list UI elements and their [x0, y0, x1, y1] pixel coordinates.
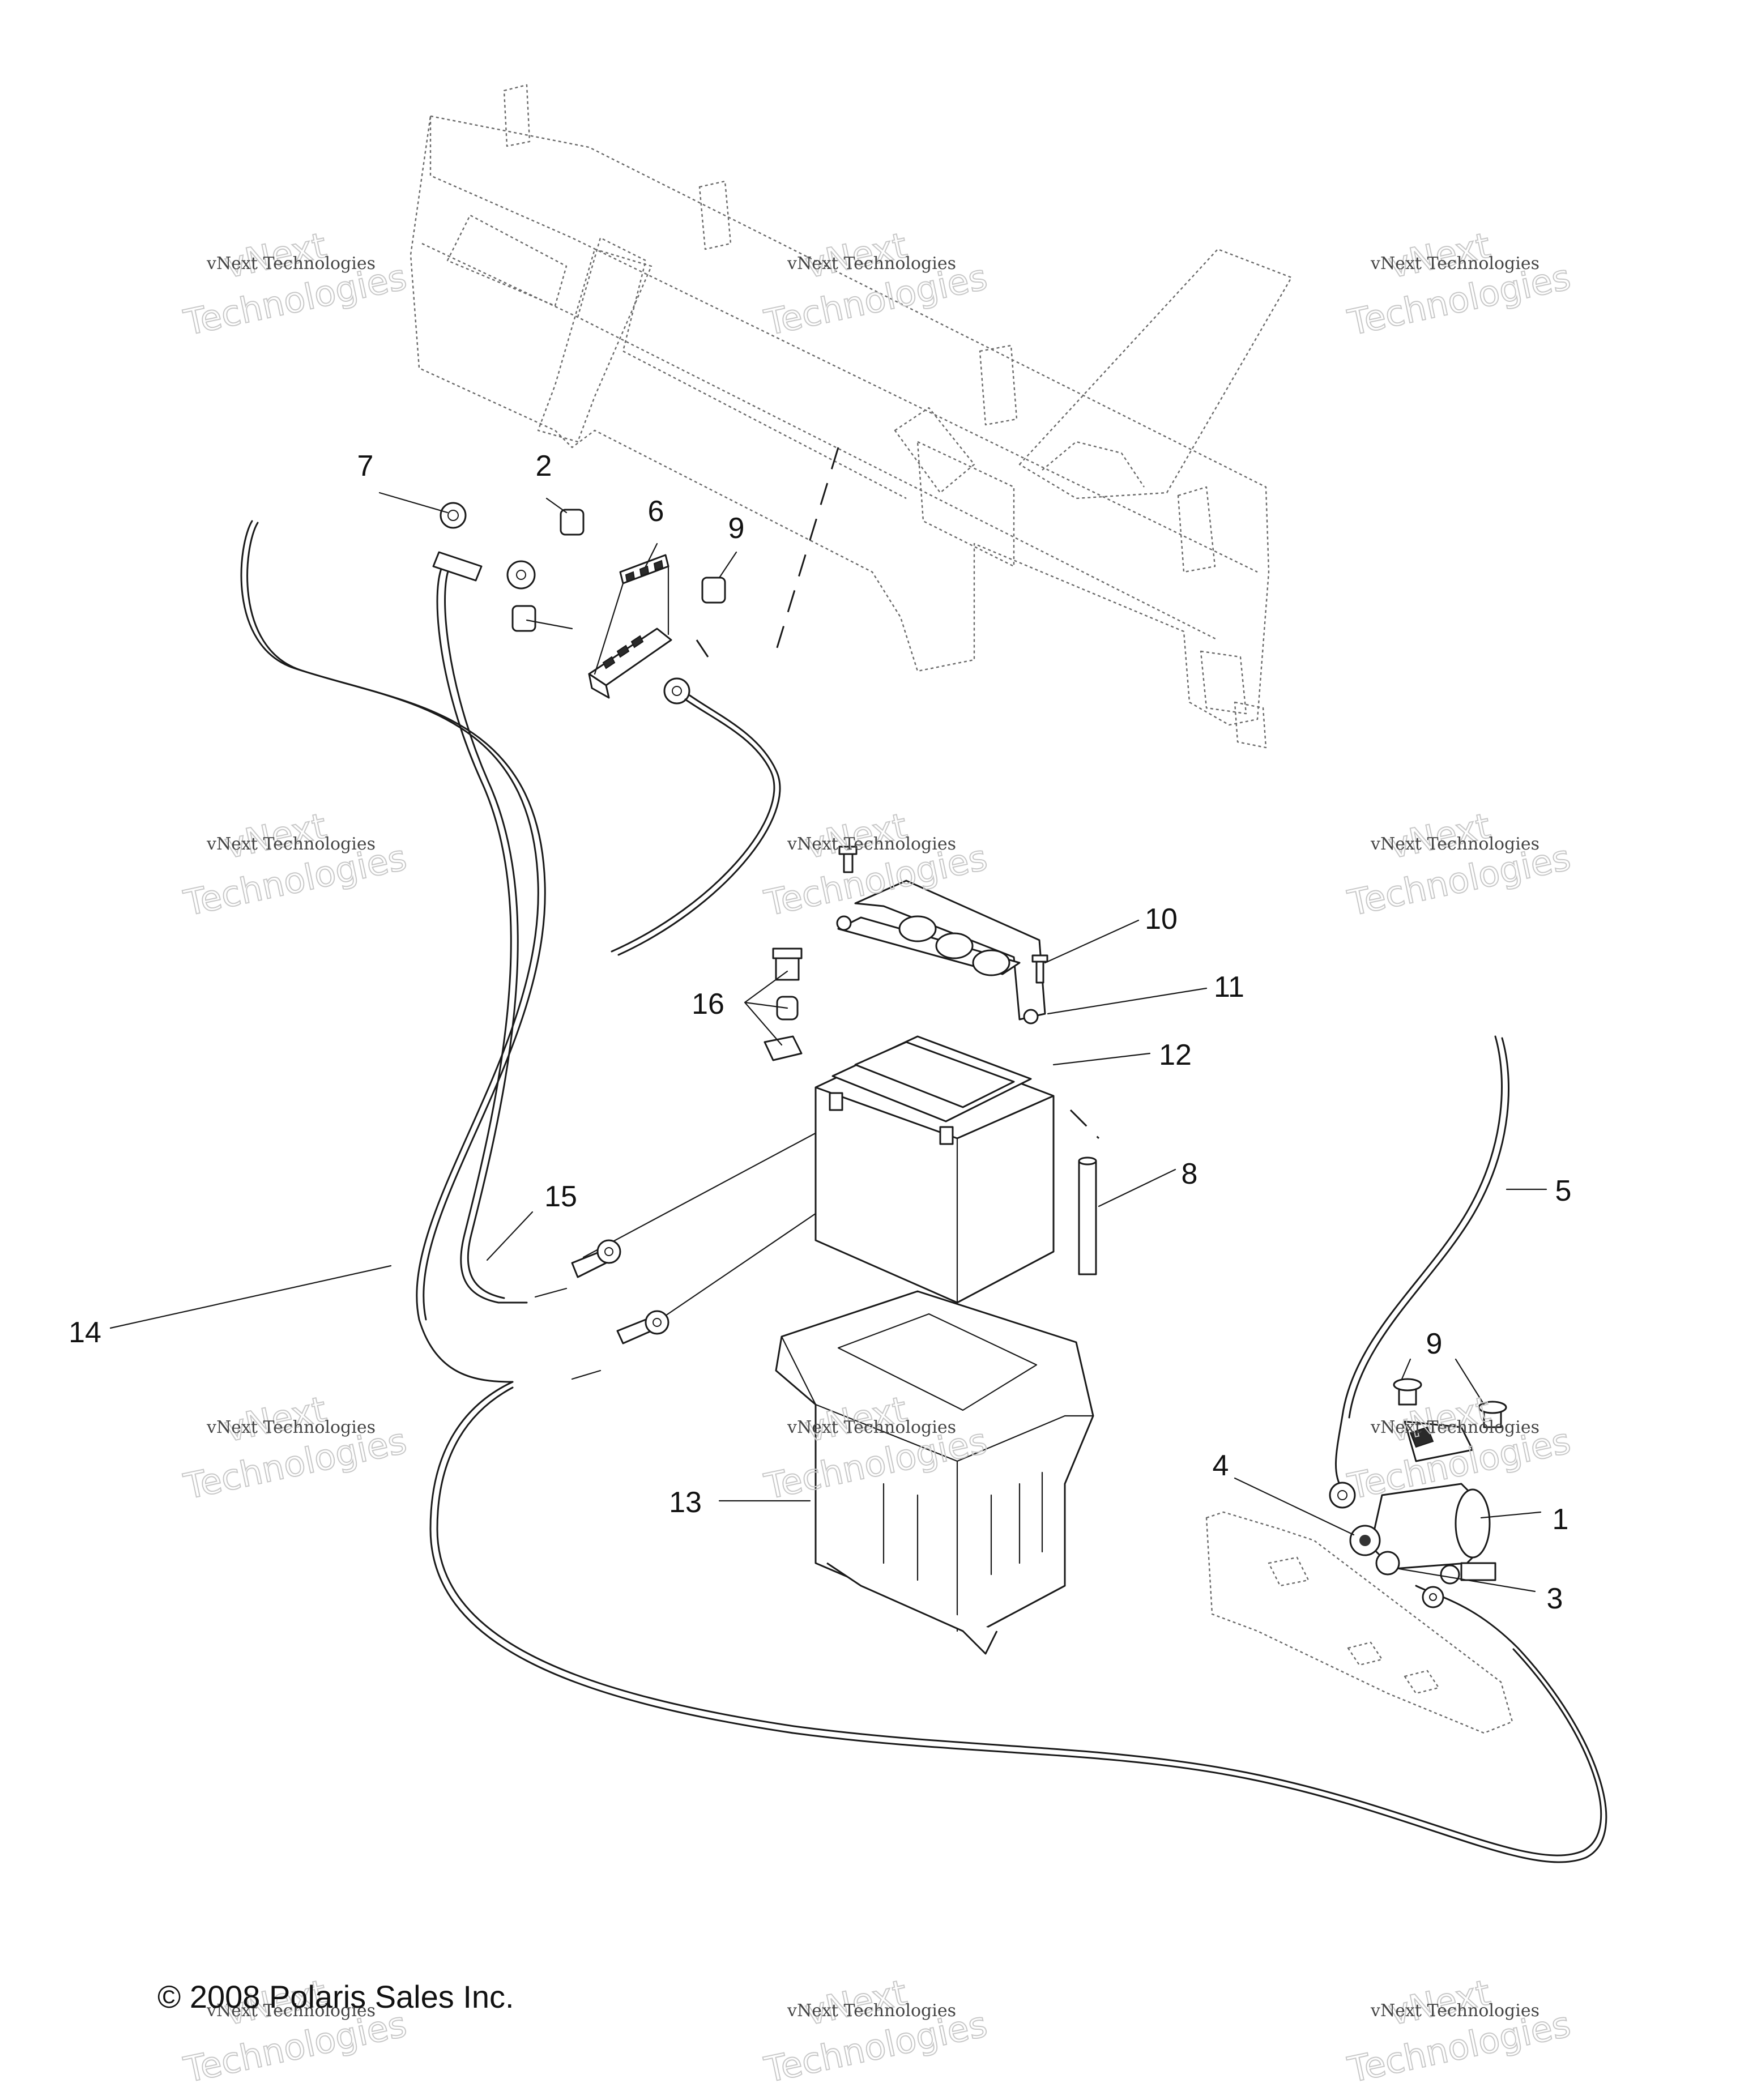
leader-lines: [109, 492, 1547, 1593]
spacer-8: [1078, 1156, 1097, 1275]
callout-11: 11: [1214, 971, 1244, 1004]
callout-10: 10: [1145, 903, 1178, 936]
callout-15: 15: [544, 1180, 577, 1213]
routing-dashes: [696, 447, 1100, 1139]
callout-5: 5: [1555, 1175, 1572, 1207]
battery: [814, 1035, 1055, 1304]
svg-text:vNext Technologies: vNext Technologies: [206, 2001, 376, 2021]
frame-chassis: [410, 84, 1293, 749]
svg-text:vNext Technologies: vNext Technologies: [1370, 1418, 1539, 1437]
callout-13: 13: [669, 1486, 702, 1519]
nut-7: [440, 502, 467, 529]
nut-2: [511, 509, 726, 632]
callout-3: 3: [1547, 1582, 1563, 1615]
fuse-block: [588, 554, 672, 699]
svg-text:vNext Technologies: vNext Technologies: [787, 254, 956, 274]
callout-4: 4: [1213, 1449, 1229, 1482]
svg-text:vNext Technologies: vNext Technologies: [206, 834, 376, 854]
svg-text:vNext Technologies: vNext Technologies: [787, 834, 956, 854]
hold-down-bracket: [836, 846, 1048, 1025]
callout-16: 16: [692, 988, 724, 1021]
svg-text:vNext Technologies: vNext Technologies: [1370, 254, 1539, 274]
callout-9-top: 9: [728, 512, 745, 545]
cable-14: [240, 520, 1607, 1863]
svg-text:vNext Technologies: vNext Technologies: [1370, 2001, 1539, 2021]
callout-8: 8: [1182, 1158, 1198, 1190]
copyright-text: © 2008 Polaris Sales Inc.: [157, 1979, 514, 2014]
svg-text:vNext Technologies: vNext Technologies: [1370, 834, 1539, 854]
callout-1: 1: [1553, 1503, 1569, 1536]
solenoid-bracket: [1205, 1511, 1513, 1734]
cable-5: [1329, 1035, 1509, 1608]
callout-2: 2: [536, 450, 552, 483]
battery-leads: [534, 1126, 936, 1380]
cable-15: [432, 551, 536, 1304]
callout-12: 12: [1159, 1039, 1192, 1072]
svg-text:vNext Technologies: vNext Technologies: [787, 1418, 956, 1437]
callout-14: 14: [69, 1316, 101, 1349]
watermark-row-1: Technologies vNext vNext Technologies Te…: [180, 224, 1575, 344]
battery-box: [775, 1290, 1094, 1655]
callout-9-right: 9: [1426, 1328, 1443, 1360]
callout-7: 7: [357, 450, 374, 483]
svg-text:vNext Technologies: vNext Technologies: [206, 254, 376, 274]
solenoid: [1349, 1378, 1507, 1585]
callout-labels: 7 2 6 9 10 11 16 12 8 5 15 14 9 13 4 1 3: [69, 450, 1571, 1615]
callout-6: 6: [648, 495, 664, 528]
svg-text:vNext Technologies: vNext Technologies: [787, 2001, 956, 2021]
svg-text:vNext Technologies: vNext Technologies: [206, 1418, 376, 1437]
hardware-16: [764, 947, 803, 1061]
lug-terminal: [611, 677, 781, 956]
